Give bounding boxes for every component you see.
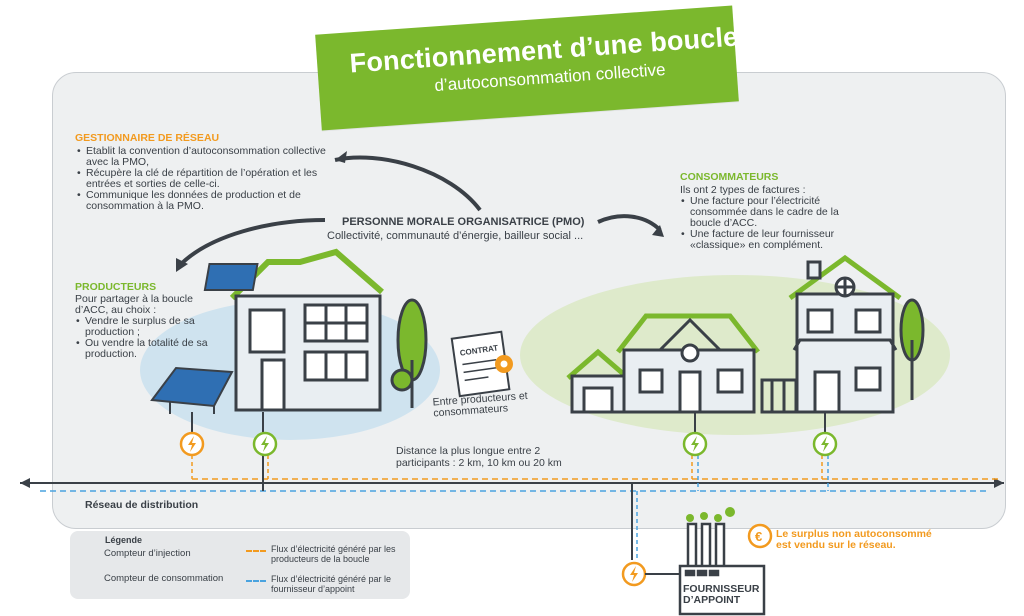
consommateurs-heading: CONSOMMATEURS	[680, 171, 779, 183]
legend-box	[70, 531, 410, 599]
consumption-meter-lightning-icon	[252, 431, 278, 457]
arrow-pmo-consommateurs	[597, 214, 662, 232]
gestionnaire-list: Etablit la convention d’autoconsommation…	[76, 146, 326, 212]
producer-house	[229, 248, 384, 412]
list-item: Communique les données de production et …	[77, 190, 326, 212]
legend-orange-dash	[246, 550, 266, 554]
legend-title: Légende	[105, 535, 143, 545]
injection-meter-lightning-icon	[621, 561, 647, 587]
legend-injection-label: Compteur d’injection	[104, 548, 191, 559]
legend-blue-dash	[246, 580, 266, 584]
distance-note: Distance la plus longue entre 2 particip…	[396, 445, 562, 469]
tree-icon	[390, 298, 428, 408]
arrow-gestionnaire-pmo	[334, 155, 482, 212]
producteurs-intro: Pour partager à la boucle d’ACC, au choi…	[75, 293, 193, 316]
euro-icon: €	[747, 523, 773, 549]
arrow-pmo-producteurs	[178, 218, 326, 267]
injection-meter-lightning-icon	[179, 431, 205, 457]
gestionnaire-heading: GESTIONNAIRE DE RÉSEAU	[75, 132, 220, 144]
legend-consommation-label: Compteur de consommation	[104, 573, 224, 584]
tree-icon	[899, 298, 925, 400]
consommateurs-intro: Ils ont 2 types de factures :	[680, 184, 806, 196]
producteurs-text: Pour partager à la boucle d’ACC, au choi…	[75, 294, 220, 360]
pmo-title: PERSONNE MORALE ORGANISATRICE (PMO)	[342, 216, 585, 228]
surplus-note: Le surplus non autoconsommé est vendu su…	[776, 528, 932, 551]
consumer-house-2	[788, 254, 902, 414]
contract-document: CONTRAT	[450, 330, 511, 398]
producteurs-heading: PRODUCTEURS	[75, 281, 157, 293]
pmo-subtitle: Collectivité, communauté d’énergie, bail…	[327, 230, 584, 242]
consumption-meter-lightning-icon	[812, 431, 838, 457]
list-item: Etablit la convention d’autoconsommation…	[77, 146, 326, 168]
consumption-meter-lightning-icon	[682, 431, 708, 457]
consumer-garage	[566, 348, 630, 414]
factory-icon	[678, 522, 766, 616]
svg-text:€: €	[755, 529, 762, 544]
list-item: Vendre le surplus de sa production ;	[76, 316, 220, 338]
list-item: Une facture de leur fournisseur «classiq…	[681, 229, 865, 251]
consommateurs-text: Ils ont 2 types de factures : Une factur…	[680, 185, 865, 251]
reseau-label: Réseau de distribution	[85, 499, 199, 511]
consumer-house-1	[616, 313, 760, 414]
solar-panel-icon	[150, 366, 234, 414]
solar-panel-icon	[203, 263, 259, 291]
list-item: Une facture pour l’électricité consommée…	[681, 196, 865, 229]
gear-icon	[495, 355, 513, 373]
legend-flux-fournisseur-label: Flux d’électricité généré par le fournis…	[271, 574, 392, 594]
list-item: Récupère la clé de répartition de l’opér…	[77, 168, 326, 190]
list-item: Ou vendre la totalité de sa production.	[76, 338, 220, 360]
fournisseur-label: FOURNISSEUR D’APPOINT	[683, 583, 760, 606]
legend-flux-producteurs-label: Flux d’électricité généré par les produc…	[271, 544, 396, 564]
